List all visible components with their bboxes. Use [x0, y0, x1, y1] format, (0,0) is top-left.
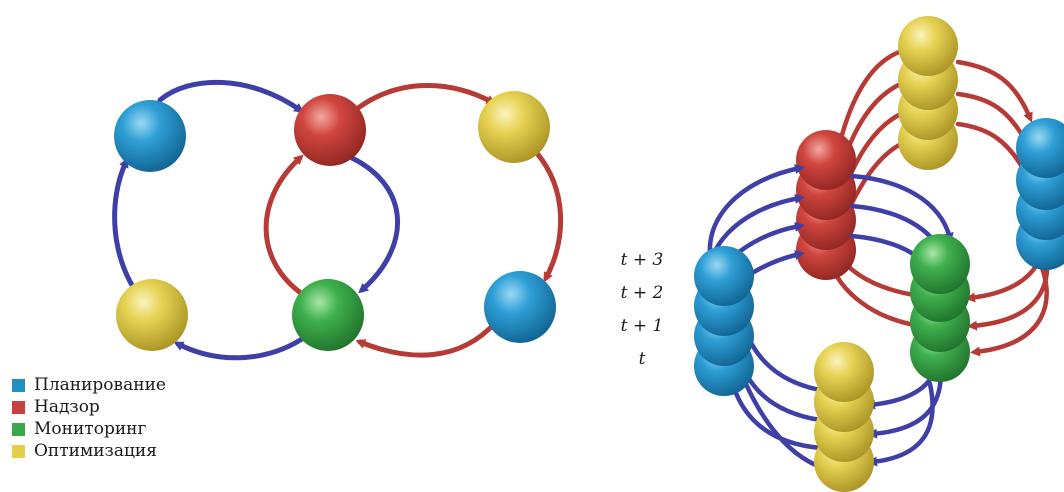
arrow-blue-supervision-to-monitoring [349, 155, 400, 294]
time-axis-labels: t + 3 t + 2 t + 1 t [612, 244, 672, 376]
node-optimization-top-t3 [898, 16, 958, 76]
legend-swatch-supervision [12, 400, 25, 414]
arrow-red-stack-7 [955, 121, 1029, 179]
node-planning-left-t3 [694, 246, 754, 306]
arrow-blue-optimization-to-planning [112, 157, 145, 303]
arrow-red-planning-to-monitoring [355, 319, 499, 358]
arrow-blue-stack-5 [849, 173, 954, 243]
right-time-diagram [694, 16, 1064, 492]
legend-label-planning: Планирование [34, 375, 166, 395]
legend-swatch-planning [12, 378, 25, 392]
legend-label-supervision: Надзор [34, 397, 100, 417]
node-planning-topleft [114, 100, 186, 172]
arrow-red-stack-10 [970, 255, 1049, 357]
node-planning-bottomright [484, 271, 556, 343]
legend-item-optimization: Оптимизация [12, 440, 166, 462]
legend-label-monitoring: Мониторинг [34, 419, 147, 439]
arrow-blue-planning-to-supervision [157, 79, 305, 113]
arrow-red-stack-1 [835, 46, 910, 153]
legend: Планирование Надзор Мониторинг Оптимизац… [12, 374, 166, 462]
time-label-t1: t + 1 [620, 316, 664, 336]
node-monitoring-t3 [910, 234, 970, 294]
arrow-blue-stack-10 [867, 381, 935, 467]
legend-swatch-optimization [12, 444, 25, 458]
time-label-t3: t + 3 [620, 250, 664, 270]
time-label-t: t [638, 349, 646, 369]
node-supervision-center [294, 94, 366, 166]
arrow-red-optimization-to-planning [533, 149, 563, 283]
legend-label-optimization: Оптимизация [34, 441, 157, 461]
arrow-blue-monitoring-to-optimization [173, 332, 311, 361]
node-optimization-topright [478, 91, 550, 163]
arrow-red-stack-5 [955, 59, 1033, 123]
left-cycle-diagram [112, 79, 563, 361]
time-label-t2: t + 2 [620, 283, 664, 303]
node-planning-right-t3 [1016, 118, 1064, 178]
node-monitoring-center [292, 279, 364, 351]
node-optimization-bottom-t3 [814, 342, 874, 402]
legend-item-supervision: Надзор [12, 396, 166, 418]
legend-swatch-monitoring [12, 422, 25, 436]
arrow-red-supervision-to-optimization [355, 82, 497, 111]
legend-item-monitoring: Мониторинг [12, 418, 166, 440]
node-optimization-bottomleft [116, 279, 188, 351]
arrow-red-monitoring-to-supervision [263, 154, 308, 299]
node-supervision-t3 [796, 130, 856, 190]
legend-item-planning: Планирование [12, 374, 166, 396]
arrow-red-stack-6 [955, 91, 1031, 151]
